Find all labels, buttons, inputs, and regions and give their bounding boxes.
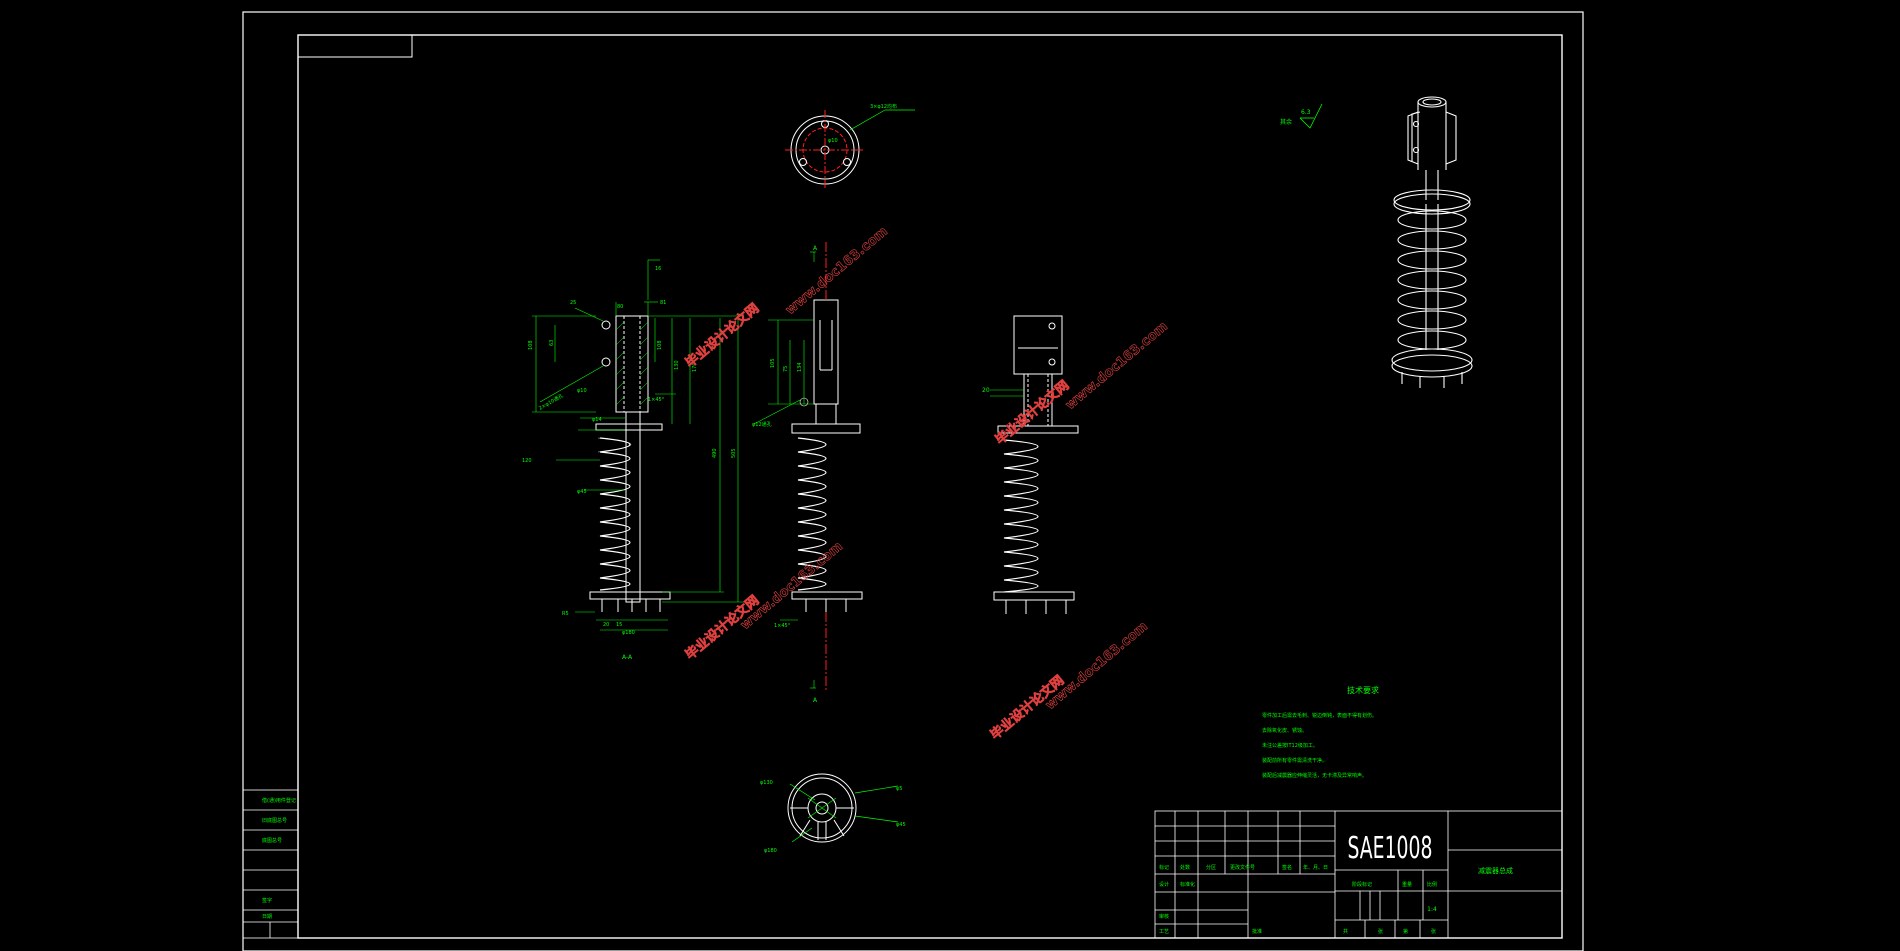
- svg-text:处数: 处数: [1180, 864, 1190, 871]
- svg-text:设计: 设计: [1159, 881, 1169, 888]
- section-dim-120: 120: [522, 458, 532, 464]
- front-view-dim-105: 105: [770, 358, 776, 368]
- front-view-cut-top: A: [813, 245, 818, 252]
- left-side-labels: 借(通)用件登记 旧底图总号 底图总号 签字 日期: [262, 797, 296, 920]
- section-dim-180: φ180: [622, 630, 635, 636]
- svg-text:装配前所有零件需清洗干净。: 装配前所有零件需清洗干净。: [1262, 757, 1327, 764]
- section-dim-81: 81: [660, 300, 666, 306]
- section-dim-25: 25: [570, 300, 576, 306]
- section-dim-170: 170: [692, 362, 698, 372]
- front-view-cut-bottom: A: [813, 697, 818, 704]
- svg-text:张: 张: [1431, 928, 1436, 935]
- front-view-dim-chamfer: 1×45°: [774, 623, 791, 629]
- svg-text:共: 共: [1343, 928, 1348, 935]
- svg-text:更改文件号: 更改文件号: [1230, 864, 1255, 871]
- svg-text:年、月、日: 年、月、日: [1303, 864, 1328, 871]
- material-label: SAE1008: [1348, 831, 1433, 866]
- bottom-view-dim-130: φ130: [760, 780, 773, 786]
- section-view-hatching: [615, 321, 649, 406]
- svg-text:签名: 签名: [1282, 864, 1292, 871]
- svg-text:分区: 分区: [1206, 864, 1216, 871]
- section-dim-80: 80: [617, 304, 623, 310]
- svg-text:零件加工后需去毛刺、锐边倒钝，表面不得有划伤。: 零件加工后需去毛刺、锐边倒钝，表面不得有划伤。: [1262, 712, 1377, 719]
- svg-text:底图总号: 底图总号: [262, 837, 282, 844]
- part-name-label: 减震器总成: [1478, 866, 1513, 875]
- section-dim-108: 108: [528, 340, 534, 350]
- svg-text:去除氧化皮、锈蚀。: 去除氧化皮、锈蚀。: [1262, 727, 1307, 734]
- svg-text:签字: 签字: [262, 897, 272, 904]
- svg-text:其余: 其余: [1280, 118, 1292, 126]
- top-view-center-dim: φ10: [828, 138, 838, 144]
- side-view-dimension-lines: [990, 389, 1024, 397]
- bottom-view-dim-45: φ45: [896, 822, 906, 828]
- svg-text:标准化: 标准化: [1180, 881, 1195, 888]
- front-view: [791, 242, 863, 690]
- front-view-dim-134: 134: [797, 362, 803, 372]
- section-dim-63: 63: [549, 340, 555, 346]
- roughness-symbol: 其余 6.3: [1280, 103, 1323, 129]
- side-view-spring: [1003, 439, 1039, 593]
- outer-frame: [242, 11, 1584, 951]
- svg-text:日期: 日期: [262, 914, 272, 920]
- front-view-spring: [797, 437, 827, 591]
- section-dim-490: 490: [712, 448, 718, 458]
- scale-value: 1:4: [1427, 906, 1437, 913]
- section-view-label: A-A: [622, 654, 633, 661]
- section-dim-45: φ45: [577, 489, 587, 495]
- side-view: [993, 315, 1079, 614]
- section-dim-chamfer: 1×45°: [648, 397, 665, 403]
- section-view-dimension-lines: [532, 259, 744, 631]
- section-dim-130: 130: [674, 360, 680, 370]
- front-view-dim-phi12: φ12通孔: [752, 421, 772, 428]
- svg-text:比例: 比例: [1427, 881, 1437, 888]
- title-block-row-labels: 标记 处数 分区 更改文件号 签名 年、月、日 设计 标准化 阶段标记 重量 比…: [1159, 864, 1437, 935]
- drawing-border: [297, 34, 1563, 939]
- section-dim-20: 20: [603, 622, 609, 628]
- svg-text:工艺: 工艺: [1159, 929, 1169, 935]
- section-dim-10: φ10: [577, 388, 587, 394]
- svg-text:标记: 标记: [1159, 864, 1169, 871]
- section-dim-505: 505: [731, 448, 737, 458]
- top-view-hole-note: 3×φ12均布: [870, 103, 897, 110]
- bottom-view: [787, 773, 899, 843]
- svg-text:旧底图总号: 旧底图总号: [262, 817, 287, 824]
- section-dim-r5: R5: [562, 611, 569, 617]
- section-dim-16: 16: [655, 266, 661, 272]
- tech-requirements-list: 零件加工后需去毛刺、锐边倒钝，表面不得有划伤。 去除氧化皮、锈蚀。 未注公差按I…: [1262, 712, 1377, 779]
- svg-text:张: 张: [1378, 928, 1383, 935]
- front-view-dim-75: 75: [783, 366, 789, 372]
- bottom-view-dim-180: φ180: [764, 848, 777, 854]
- section-view-spring: [597, 437, 632, 591]
- svg-text:审核: 审核: [1159, 913, 1169, 920]
- svg-text:未注公差按IT12级加工。: 未注公差按IT12级加工。: [1262, 742, 1318, 749]
- section-view-a-a: [589, 315, 671, 612]
- front-view-dimension-lines: [753, 251, 816, 689]
- svg-text:装配后减震器应伸缩灵活，无卡滞及异常响声。: 装配后减震器应伸缩灵活，无卡滞及异常响声。: [1262, 772, 1367, 779]
- isometric-view: [1391, 96, 1473, 388]
- section-dim-15: 15: [616, 622, 622, 628]
- svg-text:6.3: 6.3: [1301, 109, 1311, 116]
- left-side-block: [242, 789, 299, 939]
- svg-text:第: 第: [1403, 928, 1408, 935]
- svg-text:阶段标记: 阶段标记: [1352, 881, 1372, 888]
- svg-text:借(通)用件登记: 借(通)用件登记: [262, 797, 296, 804]
- section-dim-14: φ14: [592, 417, 602, 423]
- side-view-dim-20: 20: [982, 387, 990, 394]
- title-block: [1154, 810, 1563, 939]
- tech-requirements-title: 技术要求: [1347, 685, 1379, 695]
- bottom-view-dim-5: φ5: [896, 786, 902, 792]
- svg-text:重量: 重量: [1402, 881, 1412, 888]
- section-dim-108b: 108: [657, 340, 663, 350]
- svg-text:批准: 批准: [1252, 928, 1262, 935]
- top-left-label-box: [297, 34, 413, 58]
- top-view: [785, 109, 915, 190]
